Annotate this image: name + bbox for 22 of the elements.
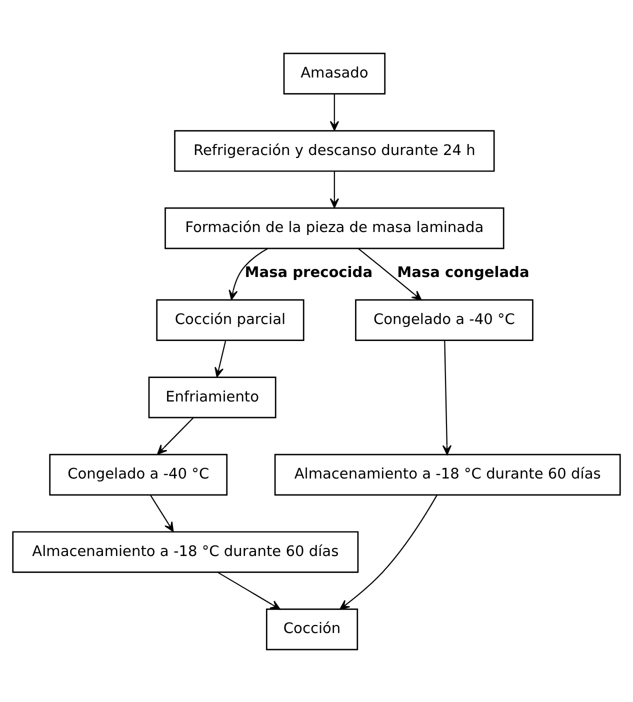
edge-label: Masa precocida: [244, 263, 373, 280]
node-box: Almacenamiento a -18 °C durante 60 días: [274, 453, 621, 496]
node-box: Formación de la pieza de masa laminada: [164, 206, 504, 249]
arrow: [217, 571, 280, 610]
arrow: [330, 170, 340, 208]
arrow: [214, 340, 226, 377]
node-box: Cocción: [266, 608, 358, 650]
arrow: [157, 416, 194, 454]
node-box: Cocción parcial: [156, 298, 304, 340]
arrow: [228, 248, 268, 300]
node-box: Enfriamiento: [148, 376, 276, 418]
node-box: Congelado a -40 °C: [49, 453, 228, 496]
arrow: [442, 340, 452, 455]
arrow: [340, 494, 438, 610]
node-box: Refrigeración y descanso durante 24 h: [174, 130, 495, 172]
node-box: Amasado: [283, 52, 386, 94]
arrow: [150, 494, 174, 532]
arrow: [330, 94, 340, 130]
node-box: Almacenamiento a -18 °C durante 60 días: [12, 530, 359, 572]
arrow: [358, 248, 422, 300]
node-box: Congelado a -40 °C: [355, 298, 534, 340]
edge-label: Masa congelada: [397, 263, 530, 280]
